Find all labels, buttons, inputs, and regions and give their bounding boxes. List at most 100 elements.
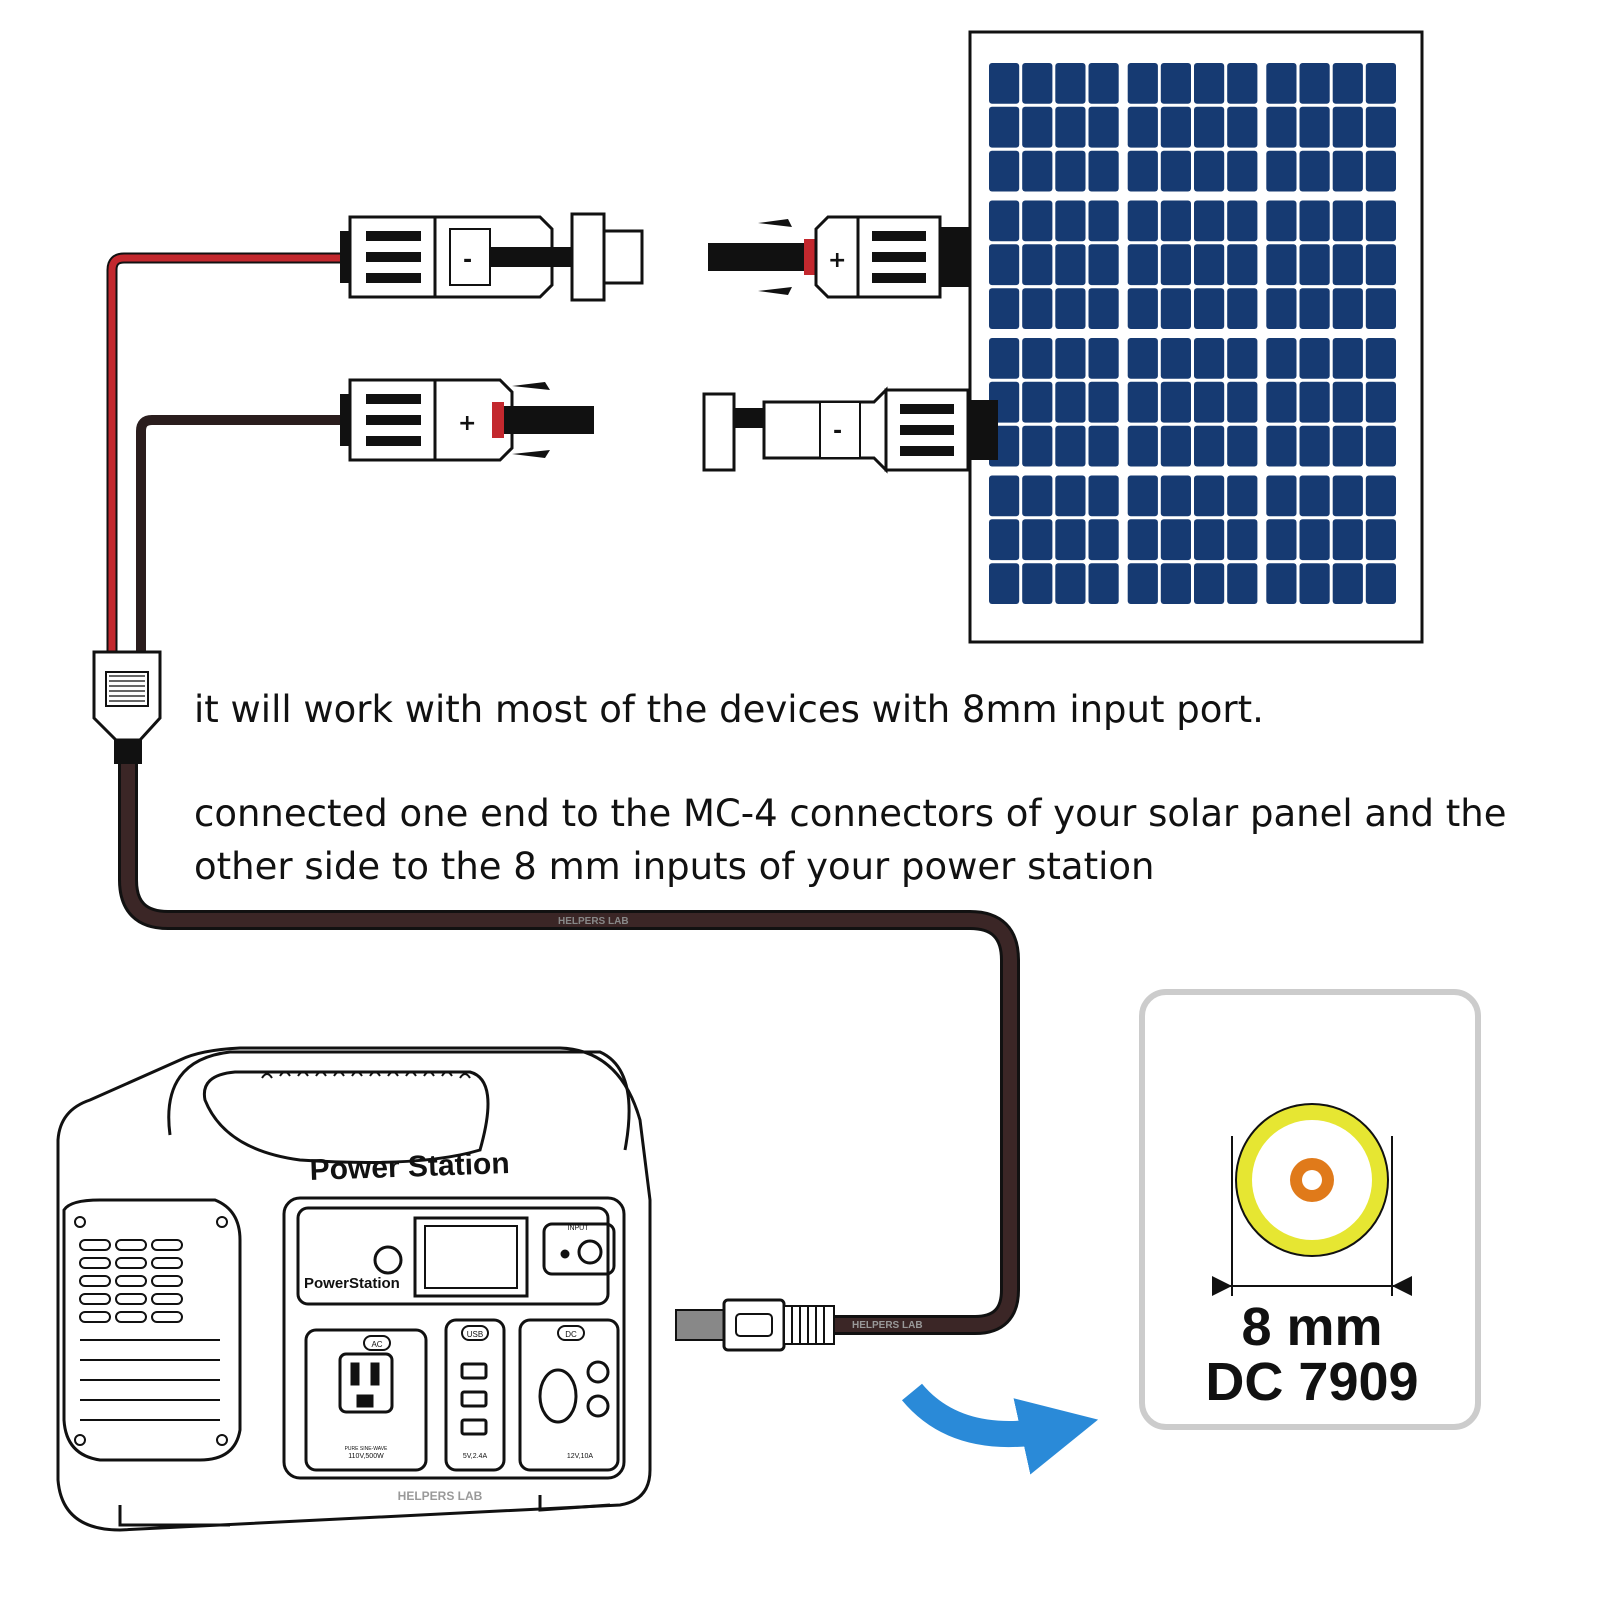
solar-cell (1194, 288, 1225, 329)
solar-cell (1055, 338, 1086, 379)
solar-cell (1365, 425, 1396, 467)
cable-logo-plug: HELPERS LAB (852, 1320, 923, 1331)
solar-cell (1266, 288, 1297, 329)
solar-cell (1266, 425, 1297, 467)
y-splitter (92, 650, 162, 764)
solar-cell (1227, 338, 1258, 379)
solar-cell (1194, 519, 1225, 561)
solar-cell (1266, 381, 1297, 423)
solar-cell (1365, 244, 1396, 286)
solar-cell (1088, 519, 1119, 561)
solar-cell (1055, 63, 1086, 104)
solar-cell (1160, 150, 1191, 192)
mc4-positive-symbol: + (828, 248, 846, 273)
mc4-connector-icon: + (340, 378, 594, 462)
solar-cell (1332, 425, 1363, 467)
solar-cell (989, 563, 1020, 604)
solar-cell (1127, 425, 1158, 467)
solar-cell (1022, 563, 1053, 604)
solar-cell (1055, 563, 1086, 604)
solar-cell (1160, 519, 1191, 561)
solar-cell (1088, 338, 1119, 379)
mc4-connector-icon: - (702, 386, 998, 474)
solar-cell (1127, 150, 1158, 192)
solar-cell (1227, 288, 1258, 329)
solar-cell (1266, 519, 1297, 561)
solar-cell (1194, 106, 1225, 148)
solar-cell (1088, 563, 1119, 604)
solar-cell (989, 200, 1020, 242)
solar-cell (1194, 63, 1225, 104)
solar-cell (1194, 425, 1225, 467)
solar-cell (1227, 475, 1258, 517)
solar-cell (1365, 519, 1396, 561)
solar-cell (1127, 475, 1158, 517)
solar-cell (1088, 425, 1119, 467)
solar-cell (1299, 338, 1330, 379)
solar-cell (1266, 563, 1297, 604)
solar-cell (1227, 425, 1258, 467)
solar-cell (989, 63, 1020, 104)
solar-cell (1022, 475, 1053, 517)
solar-cell (1088, 475, 1119, 517)
solar-cell (1299, 563, 1330, 604)
solar-cell (989, 244, 1020, 286)
solar-cell (1365, 288, 1396, 329)
solar-cell (1299, 106, 1330, 148)
solar-cell (1055, 425, 1086, 467)
solar-cell (1299, 519, 1330, 561)
solar-cell (1332, 519, 1363, 561)
solar-cell (1127, 200, 1158, 242)
solar-cell (1055, 244, 1086, 286)
solar-cell (1266, 200, 1297, 242)
cable (106, 252, 1020, 1335)
solar-cell (1022, 338, 1053, 379)
solar-cell (1266, 150, 1297, 192)
solar-cell (1127, 288, 1158, 329)
solar-cell (1160, 563, 1191, 604)
connector-size: 8 mm (1241, 1297, 1382, 1357)
solar-cell (1088, 288, 1119, 329)
solar-cell (1127, 519, 1158, 561)
solar-cell (1227, 563, 1258, 604)
connector-spec-box: 8 mm DC 7909 (1139, 989, 1481, 1430)
solar-cell (1022, 381, 1053, 423)
mc4-connector-icon: - (340, 212, 644, 302)
solar-cell (1266, 244, 1297, 286)
solar-cell (989, 106, 1020, 148)
solar-cell (1160, 106, 1191, 148)
solar-cell (1055, 288, 1086, 329)
solar-cell (1299, 150, 1330, 192)
dc-plug-icon (675, 1298, 835, 1352)
solar-cell (1088, 106, 1119, 148)
solar-cell (1022, 63, 1053, 104)
solar-cell (989, 338, 1020, 379)
power-station-labels: Power Station PowerStation INPUT AC USB … (304, 1147, 593, 1503)
solar-cell (1194, 150, 1225, 192)
mc4-negative-symbol: - (833, 419, 842, 444)
solar-panel-icon (968, 30, 1424, 644)
solar-cell (1194, 475, 1225, 517)
solar-cell (1055, 150, 1086, 192)
mc4-connector-icon: + (708, 215, 970, 299)
solar-cell (1266, 63, 1297, 104)
solar-cell (1022, 106, 1053, 148)
solar-cell (1088, 150, 1119, 192)
instruction-connection: connected one end to the MC-4 connectors… (194, 787, 1507, 893)
usb-rating: 5V,2.4A (463, 1453, 488, 1460)
solar-cell (1299, 288, 1330, 329)
solar-cell (1299, 244, 1330, 286)
solar-cell (1227, 63, 1258, 104)
solar-cell (1055, 106, 1086, 148)
solar-cell (1365, 200, 1396, 242)
solar-cell (1088, 200, 1119, 242)
usb-label: USB (467, 1330, 483, 1339)
solar-cell (1022, 150, 1053, 192)
solar-cell (1088, 381, 1119, 423)
solar-cell (1194, 563, 1225, 604)
solar-cell (1299, 425, 1330, 467)
solar-cell (1022, 200, 1053, 242)
solar-cell (1160, 475, 1191, 517)
solar-cell (1194, 244, 1225, 286)
